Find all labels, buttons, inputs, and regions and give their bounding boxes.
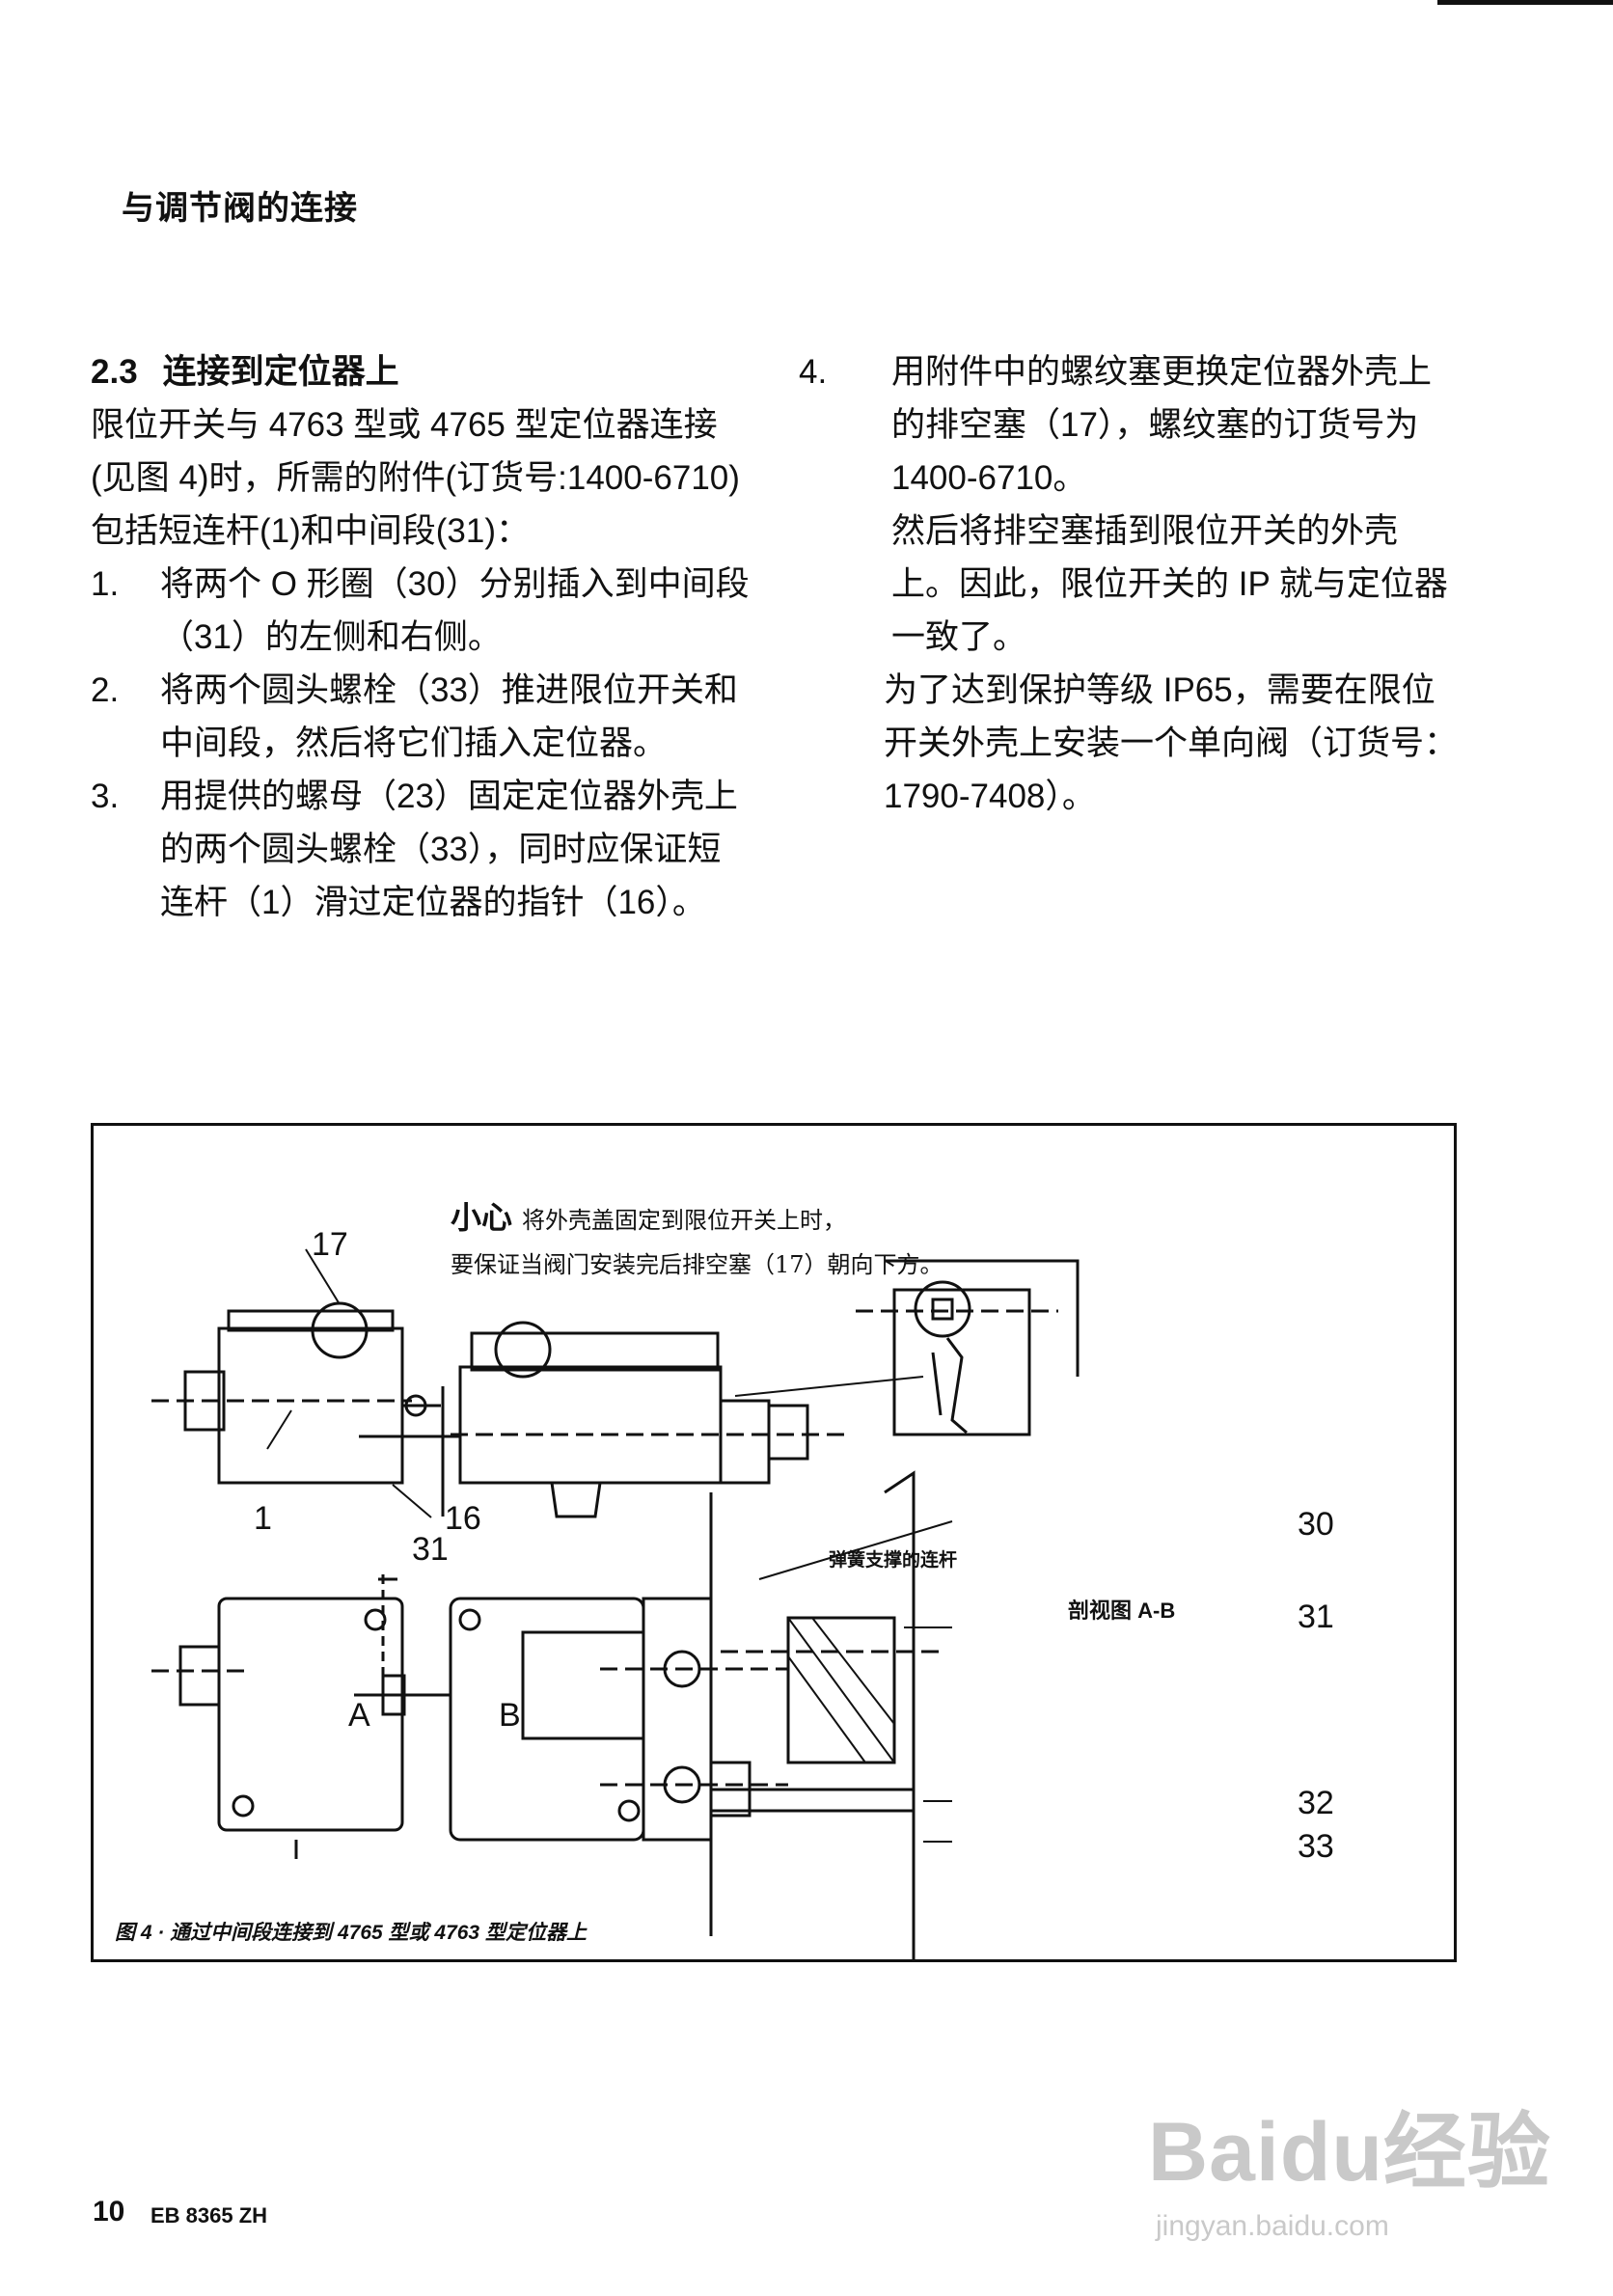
intro-line: 限位开关与 4763 型或 4765 型定位器连接 [91, 406, 718, 444]
para-line: 为了达到保护等级 IP65，需要在限位 [884, 671, 1435, 709]
step-line: 将两个圆头螺栓（33）推进限位开关和 [160, 671, 738, 709]
step-line: 用附件中的螺纹塞更换定位器外壳上 [891, 353, 1433, 391]
positioner-front-view [378, 1574, 788, 1842]
paragraph-ip: 然后将排空塞插到限位开关的外壳 上。因此，限位开关的 IP 就与定位器 一致了。 [799, 505, 1493, 664]
section-title-text: 连接到定位器上 [162, 353, 399, 391]
step-number: 3. [91, 778, 120, 815]
section-number: 2.3 [91, 353, 138, 391]
figure-caption: 图 4 · 通过中间段连接到 4765 型或 4763 型定位器上 [115, 1922, 587, 1944]
step-line: （31）的左侧和右侧。 [160, 618, 502, 656]
label-33: 33 [1298, 1828, 1334, 1865]
step-number: 1. [91, 565, 120, 603]
label-a: A [348, 1697, 370, 1734]
step-3: 3. 用提供的螺母（23）固定定位器外壳上 的两个圆头螺栓（33），同时应保证短… [91, 770, 766, 929]
step-line: 中间段，然后将它们插入定位器。 [160, 724, 668, 762]
label-b: B [499, 1697, 521, 1734]
label-31: 31 [1298, 1599, 1334, 1635]
right-column: 4. 用附件中的螺纹塞更换定位器外壳上 的排空塞（17），螺纹塞的订货号为 14… [799, 345, 1493, 823]
label-31-top: 31 [412, 1531, 449, 1568]
paragraph-ip65: 为了达到保护等级 IP65，需要在限位 开关外壳上安装一个单向阀（订货号： 17… [799, 664, 1493, 823]
label-16: 16 [445, 1500, 481, 1537]
label-32: 32 [1298, 1785, 1334, 1821]
caution-line: 将外壳盖固定到限位开关上时， [522, 1207, 847, 1234]
caution-keyword: 小心 [451, 1199, 513, 1236]
page-number: 10 [93, 2196, 125, 2228]
step-line: 的两个圆头螺栓（33），同时应保证短 [160, 831, 722, 868]
watermark-site: jingyan.baidu.com [1156, 2210, 1389, 2242]
top-rule [1437, 0, 1613, 5]
caution-line: 要保证当阀门安装完后排空塞（17）朝向下方。 [451, 1251, 943, 1278]
document-code: EB 8365 ZH [150, 2203, 268, 2228]
section-view-label: 剖视图 A-B [1068, 1599, 1176, 1623]
intro-line: (见图 4)时，所需的附件(订货号:1400-6710) [91, 459, 740, 497]
spring-link-label: 弹簧支撑的连杆 [829, 1550, 958, 1571]
label-1: 1 [254, 1500, 272, 1537]
positioner-side-view [441, 1321, 846, 1518]
step-number: 4. [799, 353, 828, 391]
step-line: 的排空塞（17），螺纹塞的订货号为 [891, 406, 1419, 444]
page-header: 与调节阀的连接 [122, 190, 358, 227]
watermark-brand: Baidu经验 [1148, 2106, 1551, 2199]
para-line: 1790-7408）。 [884, 778, 1096, 815]
limit-switch-front-view [151, 1597, 451, 1859]
para-line: 一致了。 [891, 618, 1027, 656]
step-line: 连杆（1）滑过定位器的指针（16）。 [160, 884, 706, 921]
para-line: 然后将排空塞插到限位开关的外壳 [891, 512, 1399, 550]
section-title: 2.3 连接到定位器上 [91, 345, 766, 398]
section-view-ab [734, 1259, 1080, 1436]
step-number: 2. [91, 671, 120, 709]
caution-note: 小心将外壳盖固定到限位开关上时， 要保证当阀门安装完后排空塞（17）朝向下方。 [451, 1195, 943, 1287]
cross-section-detail [709, 1470, 953, 1959]
label-17: 17 [312, 1226, 348, 1263]
figure-4: 小心将外壳盖固定到限位开关上时， 要保证当阀门安装完后排空塞（17）朝向下方。 … [91, 1123, 1457, 1962]
para-line: 上。因此，限位开关的 IP 就与定位器 [891, 565, 1448, 603]
step-4: 4. 用附件中的螺纹塞更换定位器外壳上 的排空塞（17），螺纹塞的订货号为 14… [799, 345, 1493, 505]
left-column: 2.3 连接到定位器上 限位开关与 4763 型或 4765 型定位器连接 (见图… [91, 345, 766, 929]
intro-line: 包括短连杆(1)和中间段(31)： [91, 512, 531, 550]
step-1: 1. 将两个 O 形圈（30）分别插入到中间段 （31）的左侧和右侧。 [91, 558, 766, 664]
limit-switch-side-view [151, 1301, 460, 1485]
watermark: Baidu经验 jingyan.baidu.com [1148, 2084, 1551, 2243]
step-line: 1400-6710。 [891, 459, 1087, 497]
technical-drawing [151, 1248, 1080, 1959]
step-2: 2. 将两个圆头螺栓（33）推进限位开关和 中间段，然后将它们插入定位器。 [91, 664, 766, 770]
para-line: 开关外壳上安装一个单向阀（订货号： [884, 724, 1459, 762]
step-line: 将两个 O 形圈（30）分别插入到中间段 [160, 565, 750, 603]
label-30: 30 [1298, 1506, 1334, 1543]
step-line: 用提供的螺母（23）固定定位器外壳上 [160, 778, 738, 815]
